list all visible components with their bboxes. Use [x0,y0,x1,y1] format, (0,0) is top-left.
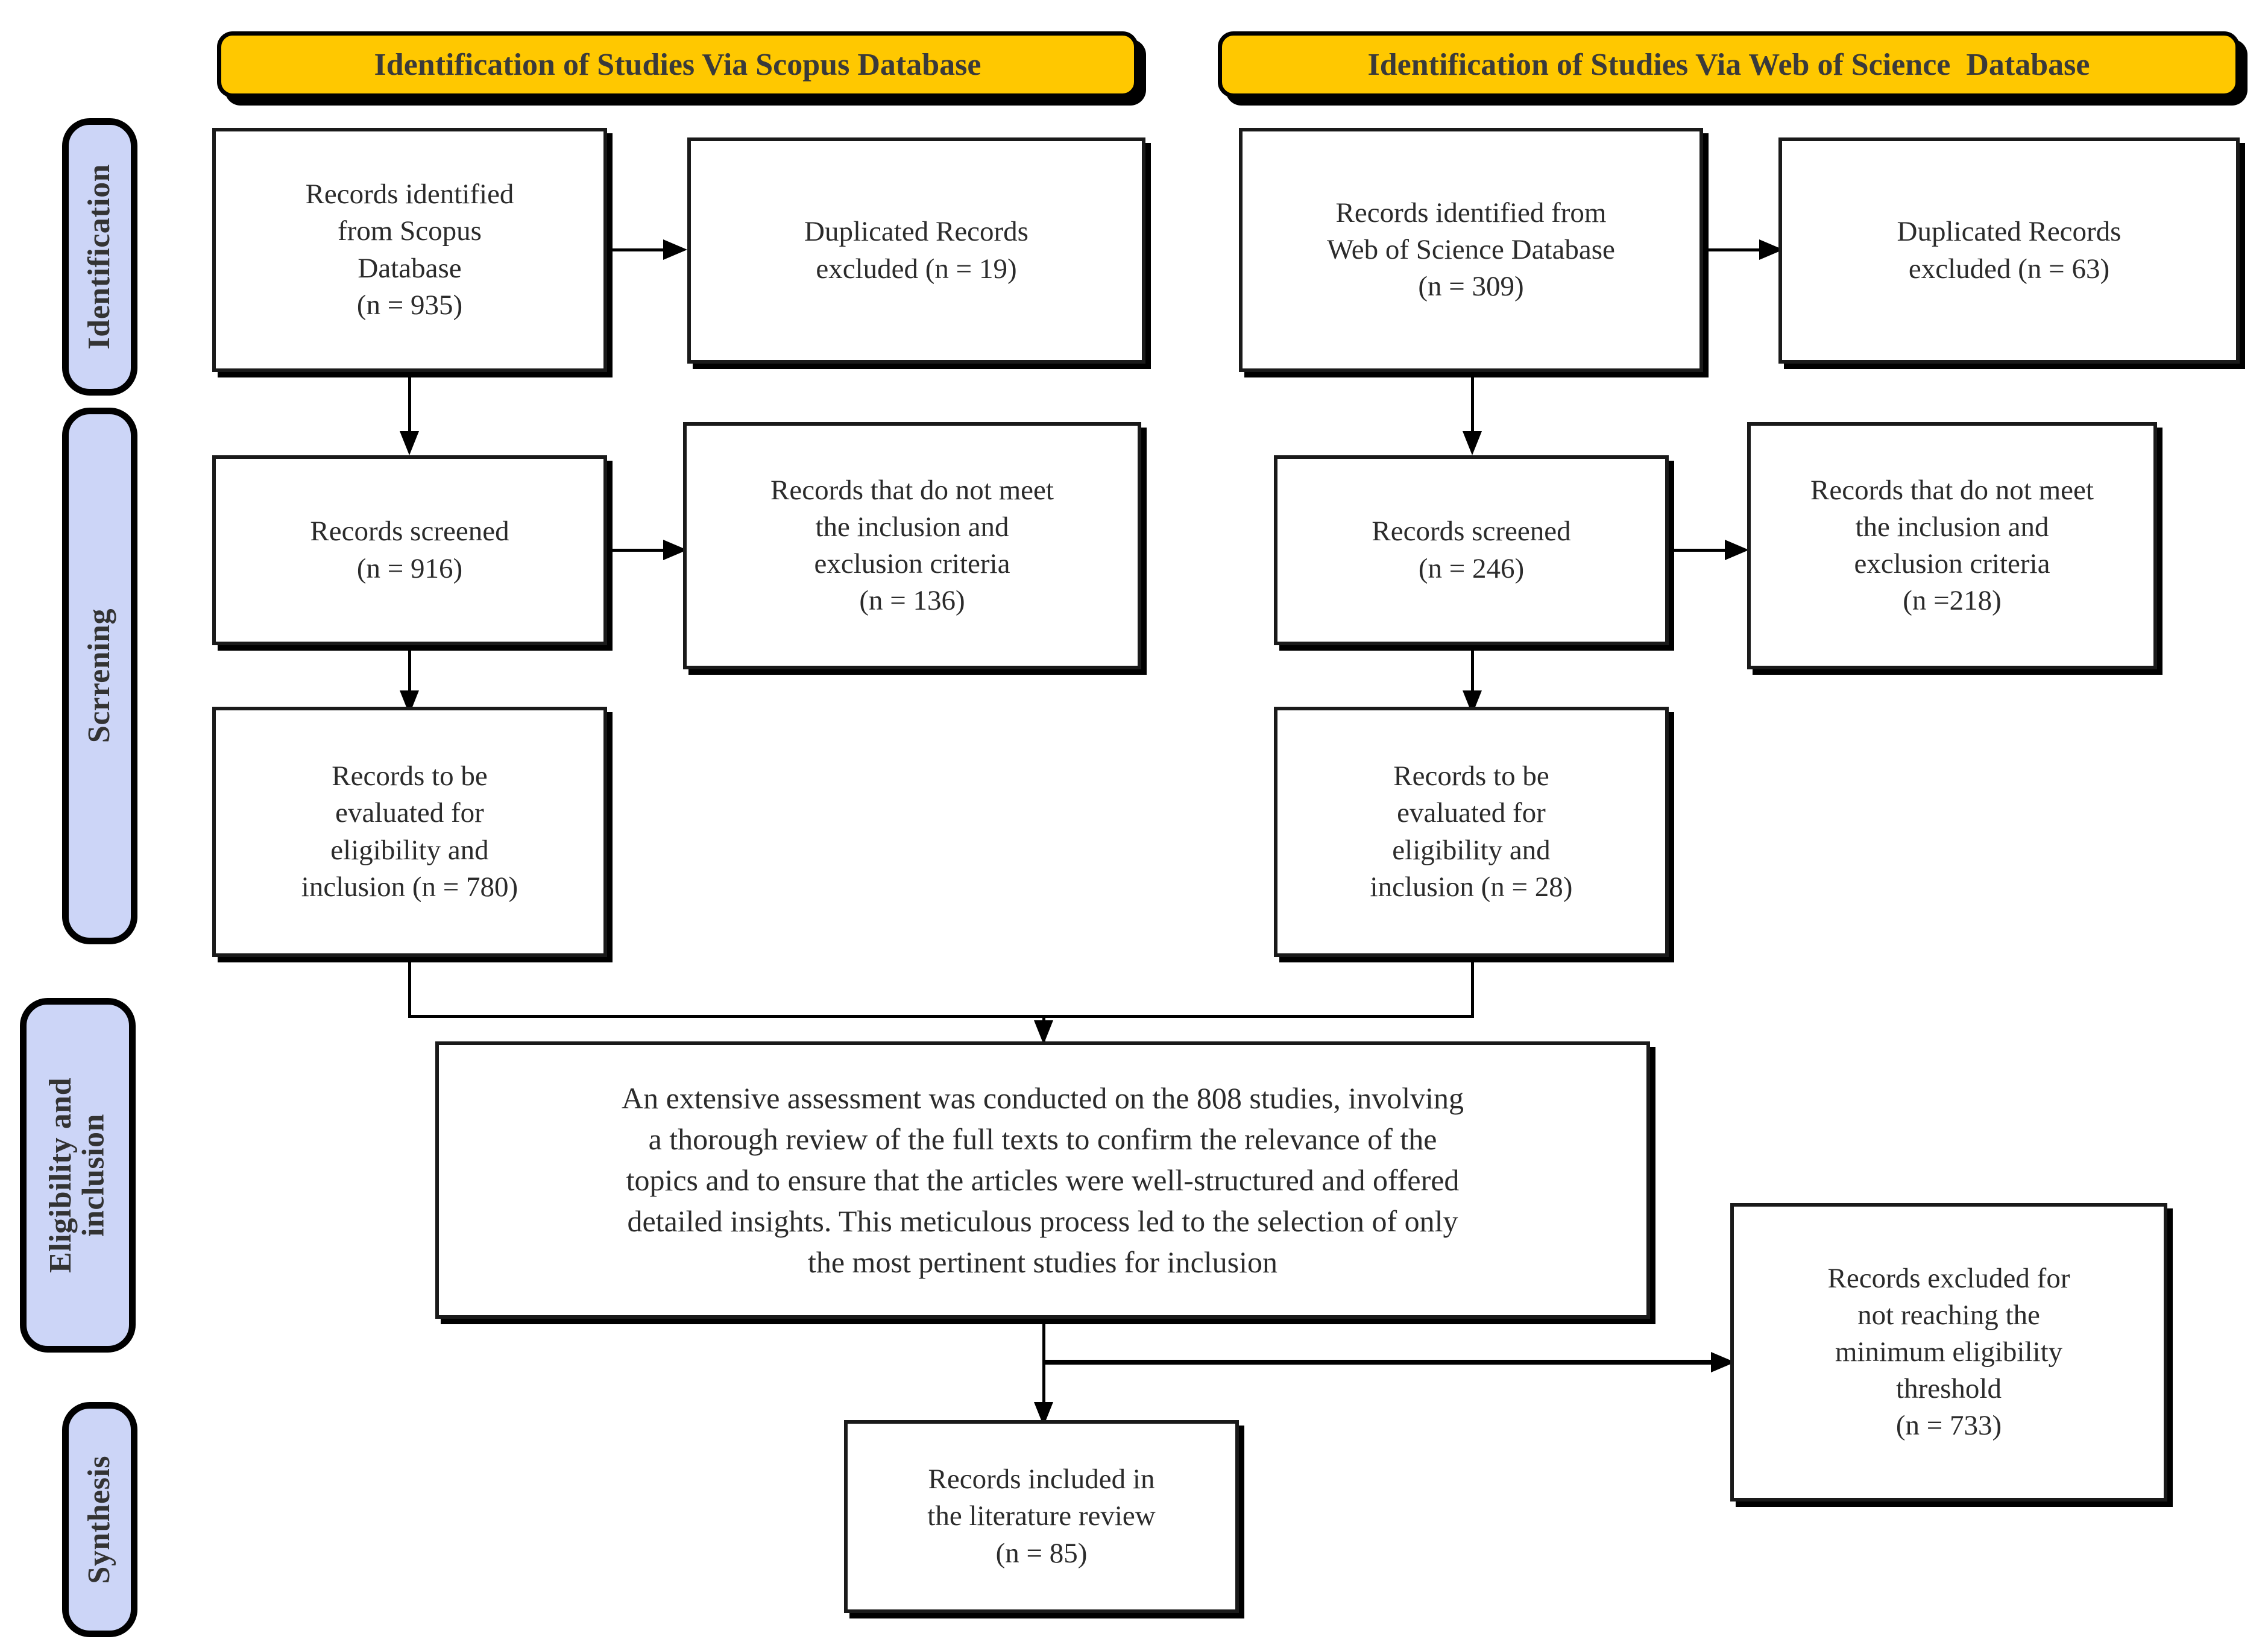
node-wos-not-meeting: Records that do not meet the inclusion a… [1747,422,2157,669]
node-wos-screened-text: Records screened (n = 246) [1372,516,1571,584]
node-wos-eligibility-text: Records to be evaluated for eligibility … [1370,760,1573,903]
stage-pill-synthesis: Synthesis [62,1402,137,1637]
node-scopus-eligibility-text: Records to be evaluated for eligibility … [301,760,518,903]
node-wos-not-meeting-text: Records that do not meet the inclusion a… [1810,474,2094,617]
node-included-review: Records included in the literature revie… [844,1420,1239,1613]
connector-scopus-identified-to-duplicates [607,248,667,251]
connector-wos-identified-to-duplicates [1703,248,1763,251]
node-assessment: An extensive assessment was conducted on… [435,1041,1650,1319]
node-scopus-duplicates: Duplicated Records excluded (n = 19) [687,137,1145,364]
banner-web-of-science: Identification of Studies Via Web of Sci… [1218,31,2240,98]
node-scopus-eligibility: Records to be evaluated for eligibility … [212,707,607,957]
node-scopus-screened: Records screened (n = 916) [212,455,607,645]
connector-scopus-eligibility-down [408,957,411,1017]
stage-pill-eligibility-inclusion: Eligibility and inclusion [20,998,136,1353]
banner-web-of-science-label: Identification of Studies Via Web of Sci… [1367,47,2090,82]
node-wos-eligibility: Records to be evaluated for eligibility … [1274,707,1669,957]
node-scopus-not-meeting: Records that do not meet the inclusion a… [683,422,1141,669]
connector-scopus-identified-to-screened [408,372,411,438]
arrowhead-wos-screened [1463,431,1482,455]
arrowhead-scopus-screened [400,431,419,455]
arrowhead-wos-not-meeting [1725,540,1749,560]
connector-assessment-to-excluded [1042,1360,1715,1365]
node-excluded-threshold: Records excluded for not reaching the mi… [1730,1203,2167,1501]
arrowhead-assessment [1034,1020,1053,1044]
connector-wos-screened-to-eligibility [1471,645,1474,706]
connector-assessment-down [1042,1319,1045,1430]
stage-pill-identification: Identification [62,118,137,396]
node-scopus-not-meeting-text: Records that do not meet the inclusion a… [770,474,1054,617]
node-assessment-text: An extensive assessment was conducted on… [622,1081,1464,1279]
node-wos-identified-text: Records identified from Web of Science D… [1327,197,1615,303]
connector-wos-screened-to-not-meeting [1669,549,1729,552]
connector-wos-identified-to-screened [1471,372,1474,438]
connector-wos-eligibility-down [1471,957,1474,1017]
node-wos-duplicates-text: Duplicated Records excluded (n = 63) [1897,216,2122,285]
connector-scopus-screened-to-eligibility [408,645,411,706]
node-scopus-identified-text: Records identified from Scopus Database … [305,178,514,321]
node-included-review-text: Records included in the literature revie… [927,1464,1156,1569]
stage-label-identification: Identification [82,164,117,350]
node-wos-screened: Records screened (n = 246) [1274,455,1669,645]
connector-merge-horizontal [408,1015,1474,1018]
node-excluded-threshold-text: Records excluded for not reaching the mi… [1827,1262,2070,1442]
connector-scopus-screened-to-not-meeting [607,549,667,552]
stage-label-screening: Scrrening [82,608,117,744]
node-scopus-duplicates-text: Duplicated Records excluded (n = 19) [804,216,1028,285]
stage-pill-screening: Scrrening [62,408,137,944]
stage-label-eligibility-inclusion: Eligibility and inclusion [43,1078,111,1273]
node-wos-identified: Records identified from Web of Science D… [1239,128,1703,372]
node-scopus-identified: Records identified from Scopus Database … [212,128,607,372]
banner-scopus-label: Identification of Studies Via Scopus Dat… [374,47,981,82]
stage-label-synthesis: Synthesis [82,1455,117,1584]
node-scopus-screened-text: Records screened (n = 916) [310,516,509,584]
node-wos-duplicates: Duplicated Records excluded (n = 63) [1778,137,2240,364]
arrowhead-scopus-duplicates [663,239,687,260]
banner-scopus: Identification of Studies Via Scopus Dat… [217,31,1138,98]
